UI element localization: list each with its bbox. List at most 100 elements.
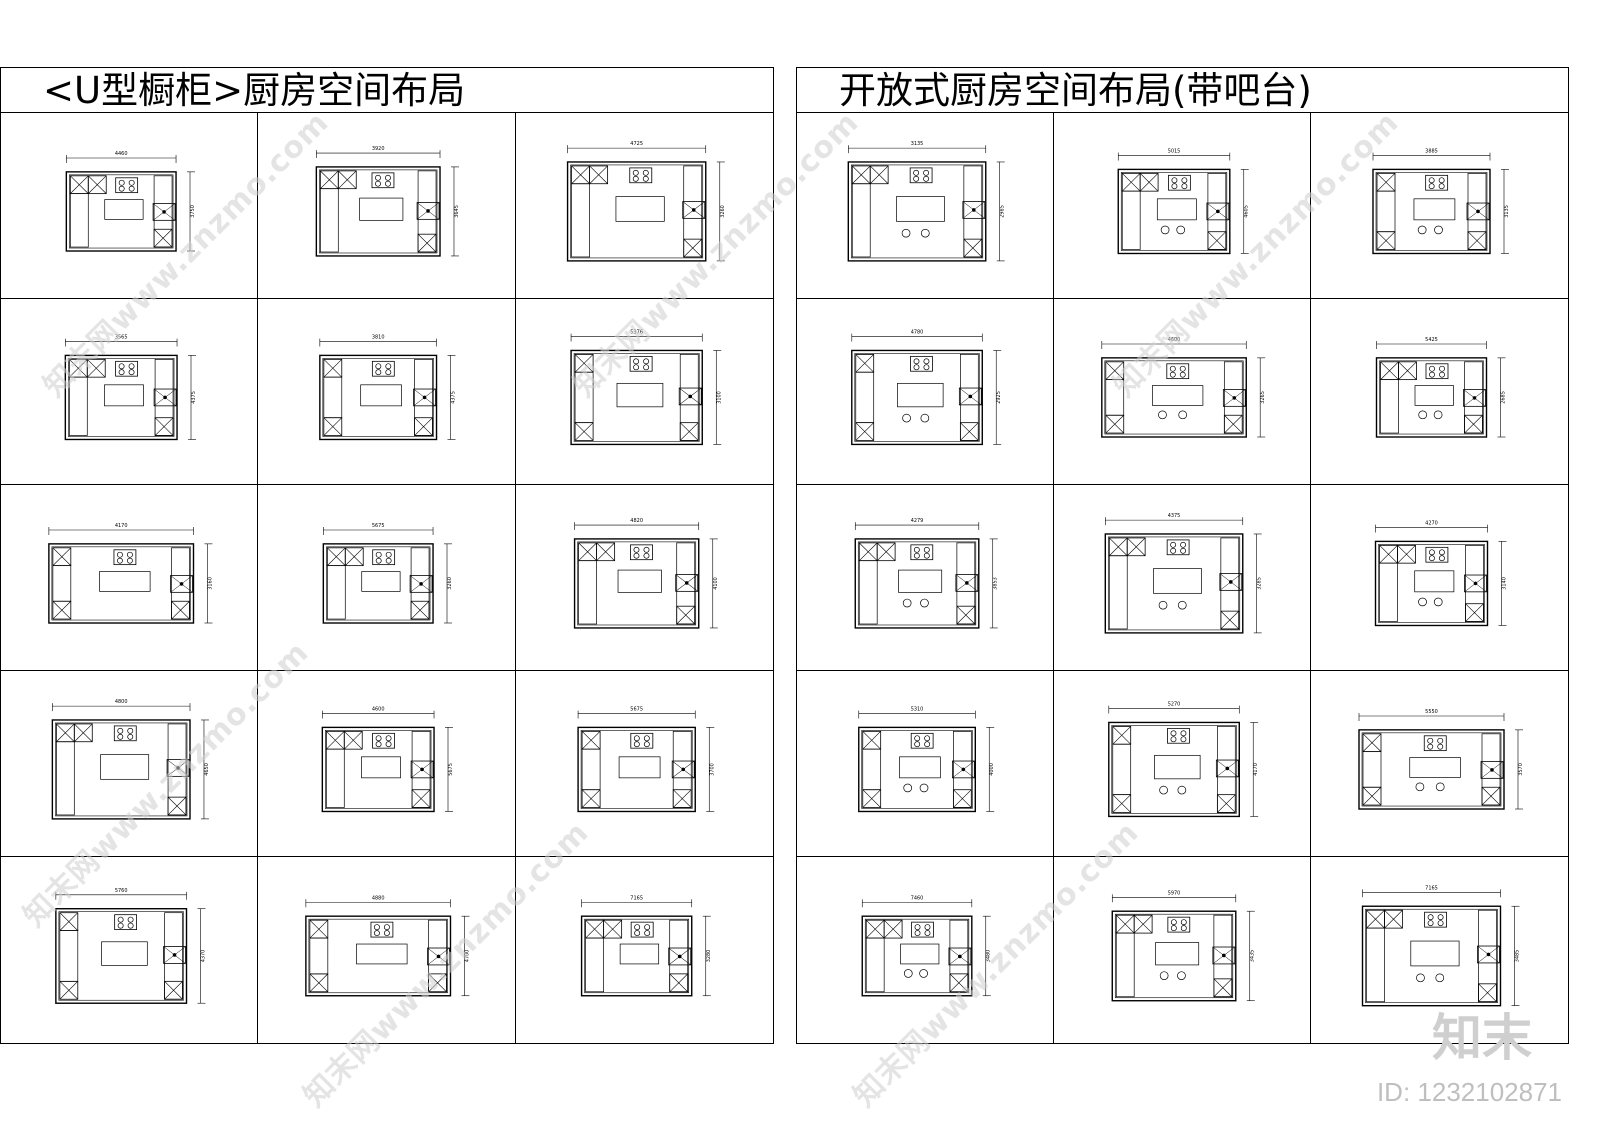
dimension-height-label: 3853 bbox=[993, 577, 999, 590]
dimension-height-label: 4375 bbox=[451, 391, 457, 404]
floor-plan-cell: 4820 4100 bbox=[515, 485, 773, 671]
dimension-width-label: 7460 bbox=[911, 895, 924, 901]
dimension-height-label: 4370 bbox=[200, 950, 206, 963]
dimension-width-label: 7165 bbox=[630, 895, 643, 901]
dimension-height-label: 2985 bbox=[1000, 205, 1006, 218]
brand-logo: 知末 bbox=[1432, 1009, 1532, 1067]
plan-geometry bbox=[1101, 341, 1266, 438]
floor-plan-drawing: 4800 4650 bbox=[51, 699, 210, 820]
dimension-width-label: 4600 bbox=[1168, 337, 1181, 343]
plan-geometry bbox=[64, 338, 196, 441]
plan-geometry bbox=[861, 899, 991, 997]
dimension-height-label: 3265 bbox=[1260, 391, 1266, 404]
floor-plan-drawing: 4880 4700 bbox=[305, 895, 471, 997]
plan-geometry bbox=[1108, 705, 1259, 818]
dimension-width-label: 3885 bbox=[1425, 149, 1438, 155]
dimension-width-label: 4270 bbox=[1425, 521, 1438, 527]
dimension-width-label: 4800 bbox=[115, 699, 128, 705]
dimension-height-label: 3135 bbox=[1504, 205, 1510, 218]
dimension-height-label: 4700 bbox=[465, 950, 471, 963]
dimension-width-label: 5675 bbox=[372, 523, 385, 529]
dimension-width-label: 7165 bbox=[1425, 885, 1438, 891]
dimension-height-label: 3700 bbox=[709, 763, 715, 776]
floor-plan-cell: 7165 3280 bbox=[516, 857, 773, 1043]
dimension-height-label: 3280 bbox=[705, 950, 711, 963]
dimension-height-label: 3160 bbox=[207, 577, 213, 590]
dimension-height-label: 4650 bbox=[204, 763, 210, 776]
dimension-height-label: 3435 bbox=[1250, 950, 1256, 963]
plan-geometry bbox=[1104, 517, 1262, 634]
dimension-width-label: 4375 bbox=[1168, 513, 1181, 519]
dimension-height-label: 3570 bbox=[1518, 763, 1524, 776]
dimension-height-label: 4100 bbox=[712, 577, 718, 590]
dimension-width-label: 5270 bbox=[1168, 702, 1181, 708]
panel-title-u-shaped: <U型橱柜>厨房空间布局 bbox=[1, 68, 773, 113]
dimension-width-label: 5675 bbox=[630, 707, 643, 713]
plan-geometry bbox=[51, 703, 209, 820]
dimension-width-label: 4820 bbox=[630, 518, 643, 524]
dimension-height-label: 5675 bbox=[448, 763, 454, 776]
plan-geometry bbox=[580, 899, 711, 997]
panel-title-open-kitchen: 开放式厨房空间布局(带吧台) bbox=[797, 68, 1568, 113]
plan-geometry bbox=[858, 710, 995, 813]
asset-id: ID: 1232102871 bbox=[1376, 1077, 1562, 1107]
dimension-width-label: 4279 bbox=[911, 518, 924, 524]
plan-geometry bbox=[305, 899, 470, 997]
floor-plan-drawing: 4270 3140 bbox=[1374, 521, 1508, 627]
floor-plan-cell: 5970 3435 bbox=[1054, 857, 1311, 1043]
dimension-width-label: 4780 bbox=[911, 330, 924, 336]
plan-geometry bbox=[65, 155, 195, 252]
plan-geometry bbox=[55, 891, 206, 1004]
floor-plan-drawing: 3810 4375 bbox=[319, 335, 457, 441]
dimension-height-label: 4375 bbox=[191, 391, 197, 404]
plan-geometry bbox=[48, 527, 213, 624]
plan-geometry bbox=[1358, 713, 1523, 810]
floor-plan-drawing: 4725 3260 bbox=[566, 141, 725, 262]
floor-plan-cell: 4800 4650 bbox=[1, 671, 259, 857]
floor-plan-cell: 4279 3853 bbox=[797, 485, 1054, 671]
dimension-height-label: 4605 bbox=[1244, 205, 1250, 218]
dimension-height-label: 3100 bbox=[716, 391, 722, 404]
plan-geometry bbox=[1375, 341, 1506, 438]
floor-plan-drawing: 3135 2985 bbox=[847, 141, 1006, 262]
dimension-width-label: 5970 bbox=[1168, 890, 1181, 896]
dimension-height-label: 4000 bbox=[989, 763, 995, 776]
plan-geometry bbox=[322, 527, 453, 624]
floor-plan-drawing: 5550 3570 bbox=[1358, 709, 1524, 810]
plan-geometry bbox=[319, 338, 456, 441]
floor-plan-drawing: 5970 3435 bbox=[1111, 890, 1256, 1002]
dimension-height-label: 3140 bbox=[1501, 577, 1507, 590]
floor-plan-drawing: 4820 4100 bbox=[573, 518, 718, 629]
dimension-width-label: 5550 bbox=[1425, 709, 1438, 715]
dimension-width-label: 4725 bbox=[630, 141, 643, 147]
dimension-height-label: 3260 bbox=[719, 205, 725, 218]
dimension-width-label: 4600 bbox=[372, 707, 385, 713]
dimension-width-label: 3810 bbox=[372, 335, 385, 341]
dimension-width-label: 3135 bbox=[911, 141, 924, 147]
plan-geometry bbox=[573, 522, 718, 629]
dimension-width-label: 4880 bbox=[372, 895, 385, 901]
